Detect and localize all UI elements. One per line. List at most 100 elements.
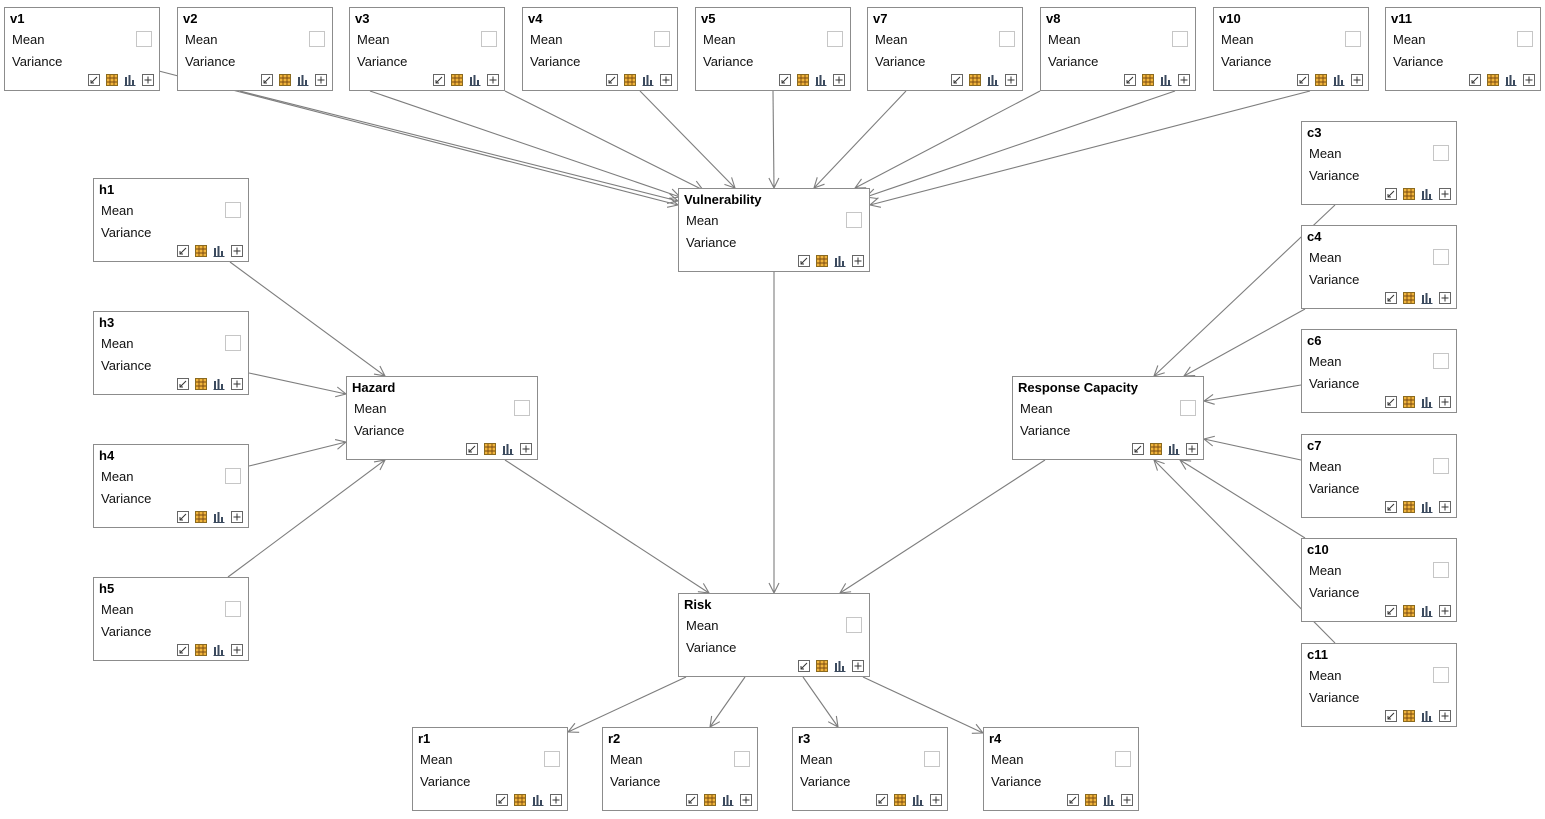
grid-table-icon[interactable] — [814, 659, 830, 673]
edit-arrow-icon[interactable] — [1122, 73, 1138, 87]
edit-arrow-icon[interactable] — [874, 793, 890, 807]
bar-chart-icon[interactable] — [720, 793, 736, 807]
edit-arrow-icon[interactable] — [1295, 73, 1311, 87]
bar-chart-icon[interactable] — [1419, 709, 1435, 723]
bar-chart-icon[interactable] — [1101, 793, 1117, 807]
expand-plus-icon[interactable] — [1437, 500, 1453, 514]
grid-table-icon[interactable] — [1140, 73, 1156, 87]
bar-chart-icon[interactable] — [1419, 187, 1435, 201]
bar-chart-icon[interactable] — [211, 244, 227, 258]
value-checkbox[interactable] — [1180, 400, 1196, 416]
expand-plus-icon[interactable] — [1437, 604, 1453, 618]
value-checkbox[interactable] — [924, 751, 940, 767]
expand-plus-icon[interactable] — [1521, 73, 1537, 87]
bar-chart-icon[interactable] — [211, 510, 227, 524]
edit-arrow-icon[interactable] — [1383, 291, 1399, 305]
value-checkbox[interactable] — [514, 400, 530, 416]
edit-arrow-icon[interactable] — [1383, 187, 1399, 201]
edit-arrow-icon[interactable] — [86, 73, 102, 87]
edit-arrow-icon[interactable] — [796, 659, 812, 673]
edit-arrow-icon[interactable] — [431, 73, 447, 87]
edit-arrow-icon[interactable] — [175, 244, 191, 258]
edit-arrow-icon[interactable] — [259, 73, 275, 87]
expand-plus-icon[interactable] — [1119, 793, 1135, 807]
grid-table-icon[interactable] — [1148, 442, 1164, 456]
grid-table-icon[interactable] — [193, 510, 209, 524]
grid-table-icon[interactable] — [193, 244, 209, 258]
bar-chart-icon[interactable] — [985, 73, 1001, 87]
edit-arrow-icon[interactable] — [1383, 500, 1399, 514]
edit-arrow-icon[interactable] — [175, 643, 191, 657]
grid-table-icon[interactable] — [622, 73, 638, 87]
value-checkbox[interactable] — [1433, 145, 1449, 161]
grid-table-icon[interactable] — [193, 377, 209, 391]
expand-plus-icon[interactable] — [738, 793, 754, 807]
expand-plus-icon[interactable] — [313, 73, 329, 87]
value-checkbox[interactable] — [734, 751, 750, 767]
grid-table-icon[interactable] — [795, 73, 811, 87]
value-checkbox[interactable] — [225, 468, 241, 484]
value-checkbox[interactable] — [827, 31, 843, 47]
grid-table-icon[interactable] — [277, 73, 293, 87]
bar-chart-icon[interactable] — [910, 793, 926, 807]
grid-table-icon[interactable] — [967, 73, 983, 87]
bar-chart-icon[interactable] — [122, 73, 138, 87]
edit-arrow-icon[interactable] — [175, 510, 191, 524]
grid-table-icon[interactable] — [193, 643, 209, 657]
grid-table-icon[interactable] — [1485, 73, 1501, 87]
edit-arrow-icon[interactable] — [494, 793, 510, 807]
bar-chart-icon[interactable] — [1158, 73, 1174, 87]
bar-chart-icon[interactable] — [1331, 73, 1347, 87]
bar-chart-icon[interactable] — [832, 659, 848, 673]
expand-plus-icon[interactable] — [229, 643, 245, 657]
expand-plus-icon[interactable] — [1349, 73, 1365, 87]
value-checkbox[interactable] — [846, 212, 862, 228]
expand-plus-icon[interactable] — [1437, 291, 1453, 305]
grid-table-icon[interactable] — [482, 442, 498, 456]
value-checkbox[interactable] — [999, 31, 1015, 47]
grid-table-icon[interactable] — [512, 793, 528, 807]
expand-plus-icon[interactable] — [831, 73, 847, 87]
expand-plus-icon[interactable] — [1176, 73, 1192, 87]
bar-chart-icon[interactable] — [813, 73, 829, 87]
bar-chart-icon[interactable] — [832, 254, 848, 268]
bar-chart-icon[interactable] — [1419, 395, 1435, 409]
grid-table-icon[interactable] — [1401, 604, 1417, 618]
expand-plus-icon[interactable] — [1437, 187, 1453, 201]
value-checkbox[interactable] — [1433, 249, 1449, 265]
grid-table-icon[interactable] — [449, 73, 465, 87]
grid-table-icon[interactable] — [1401, 500, 1417, 514]
expand-plus-icon[interactable] — [229, 377, 245, 391]
grid-table-icon[interactable] — [104, 73, 120, 87]
bar-chart-icon[interactable] — [1166, 442, 1182, 456]
expand-plus-icon[interactable] — [1184, 442, 1200, 456]
expand-plus-icon[interactable] — [850, 659, 866, 673]
edit-arrow-icon[interactable] — [175, 377, 191, 391]
bar-chart-icon[interactable] — [467, 73, 483, 87]
expand-plus-icon[interactable] — [548, 793, 564, 807]
expand-plus-icon[interactable] — [229, 510, 245, 524]
grid-table-icon[interactable] — [1401, 709, 1417, 723]
